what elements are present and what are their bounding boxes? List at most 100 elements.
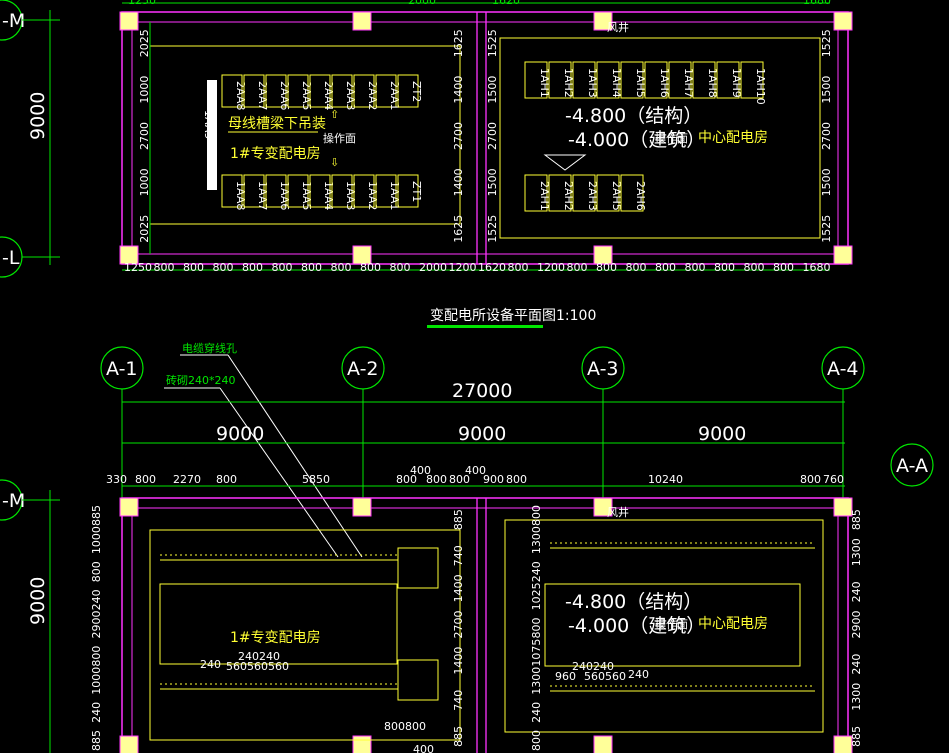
cabinet-label: 1AA6 [278, 181, 291, 210]
note-trench: 砖砌240*240 [166, 373, 236, 387]
vertical-dim-text: 1000 [90, 667, 103, 695]
grid-marker-M-bottom: -M [0, 479, 25, 521]
vertical-dim-text: 240 [90, 589, 103, 610]
top-bottom-dim-text: 800 [626, 261, 647, 274]
cabinet-box [740, 61, 764, 99]
cabinet-label: 1AA4 [322, 181, 335, 210]
cabinet-label: ZT2 [410, 81, 423, 102]
vertical-dim-text: 1400 [452, 574, 465, 602]
trench-dim: 960 [555, 670, 576, 683]
plan-title: 变配电所设备平面图1:100 [430, 307, 596, 324]
top-overall-vertical-dim: 9000 [27, 92, 49, 140]
trench-dim: 240240 [238, 650, 280, 663]
vertical-dim-text: 1525 [820, 215, 833, 243]
cabinet-box [524, 174, 548, 212]
vertical-dim-text: 885 [850, 726, 863, 747]
vertical-dim-text: 885 [850, 509, 863, 530]
cabinet-box [287, 74, 309, 108]
top-columns [119, 11, 853, 265]
top-bottom-dim-text: 800 [773, 261, 794, 274]
busway-note: 母线槽梁下吊装 [228, 116, 326, 132]
cabinet-box [572, 174, 596, 212]
detail-dim-text: 5850 [302, 473, 330, 486]
cabinet-label: 1AH5 [634, 68, 647, 98]
vertical-dim-text: 240 [90, 702, 103, 723]
bottom-op-face: 操作面 [655, 617, 688, 631]
cabinet-box [265, 174, 287, 208]
bottom-well-label: 风井 [607, 505, 629, 519]
detail-dim-text: 800 [506, 473, 527, 486]
cabinet-label: 2AH1 [538, 181, 551, 211]
axis-label: A-3 [587, 358, 619, 380]
cabinet-label: 2AA8 [234, 81, 247, 110]
cabinet-label: 1AH2 [562, 68, 575, 98]
cabinet-box [265, 74, 287, 108]
vertical-dim-text: 2025 [138, 215, 151, 243]
detail-dim-upper-2: 400 [465, 464, 486, 477]
cabinet-label: ZT1 [410, 181, 423, 202]
cabinet-label: 1AH4 [610, 68, 623, 98]
trench-dim: 240 [200, 658, 221, 671]
vertical-dim-text: 2700 [452, 122, 465, 150]
top-inner-wall [131, 21, 839, 255]
top-bottom-dim-text: 2000 [419, 261, 447, 274]
vertical-dim-text: 2700 [452, 611, 465, 639]
bottom-inner-wall [131, 507, 839, 753]
detail-dim-text: 800 [135, 473, 156, 486]
vertical-dim-text: 240 [850, 654, 863, 675]
cabinet-box [221, 74, 243, 108]
vertical-dim-text: 1625 [452, 29, 465, 57]
vertical-dim-text: 1500 [486, 76, 499, 104]
room2-elev-arch: -4.000（建筑） [568, 129, 705, 151]
vertical-dim-text: 1025 [530, 582, 543, 610]
cabinet-box [309, 74, 331, 108]
vertical-dim-text: 1525 [486, 29, 499, 57]
top-bottom-dim-text: 800 [508, 261, 529, 274]
top-bottom-dim-text: 1200 [537, 261, 565, 274]
vertical-dim-text: 885 [452, 726, 465, 747]
detail-dim-text: 900 [483, 473, 504, 486]
bottom-elev-struct: -4.800（结构） [565, 591, 702, 613]
room2-name: 中心配电房 [698, 130, 768, 146]
span-dim-2: 9000 [458, 423, 506, 445]
vertical-dim-text: 1525 [820, 29, 833, 57]
vertical-dim-text: 740 [452, 690, 465, 711]
cabinet-label: 1AH6 [658, 68, 671, 98]
top-bottom-dim-text: 800 [272, 261, 293, 274]
cabinet-label: 2AA7 [256, 81, 269, 110]
cabinet-label: 2AA4 [322, 81, 335, 110]
detail-dim-text: 800 [449, 473, 470, 486]
vertical-dim-text: 2900 [850, 611, 863, 639]
detail-dim-text: 800 [426, 473, 447, 486]
cabinet-box [548, 174, 572, 212]
vertical-dim-text: 1300 [850, 683, 863, 711]
axis-label: A-4 [827, 358, 859, 380]
bottom-dim: 800800 [384, 720, 426, 733]
trench-dim: 560560560 [226, 660, 289, 673]
vertical-dim-text: 1625 [452, 215, 465, 243]
cabinet-label: 2AA5 [300, 81, 313, 110]
top-dim-text: 1620 [492, 0, 520, 7]
top-bottom-dim-text: 800 [183, 261, 204, 274]
vertical-dim-text: 740 [452, 545, 465, 566]
bottom-room2-name: 中心配电房 [698, 616, 768, 632]
vertical-dim-text: 1300 [850, 538, 863, 566]
cabinet-label: 2AH5 [610, 181, 623, 211]
cabinet-label: 1AH7 [682, 68, 695, 98]
arrow-down-icon: ⇩ [330, 156, 339, 169]
cabinet-label: 1AA8 [234, 181, 247, 210]
top-bottom-dim-text: 800 [596, 261, 617, 274]
vertical-dim-text: 1525 [486, 215, 499, 243]
cabinet-box [620, 174, 644, 212]
cabinet-box [375, 174, 397, 208]
